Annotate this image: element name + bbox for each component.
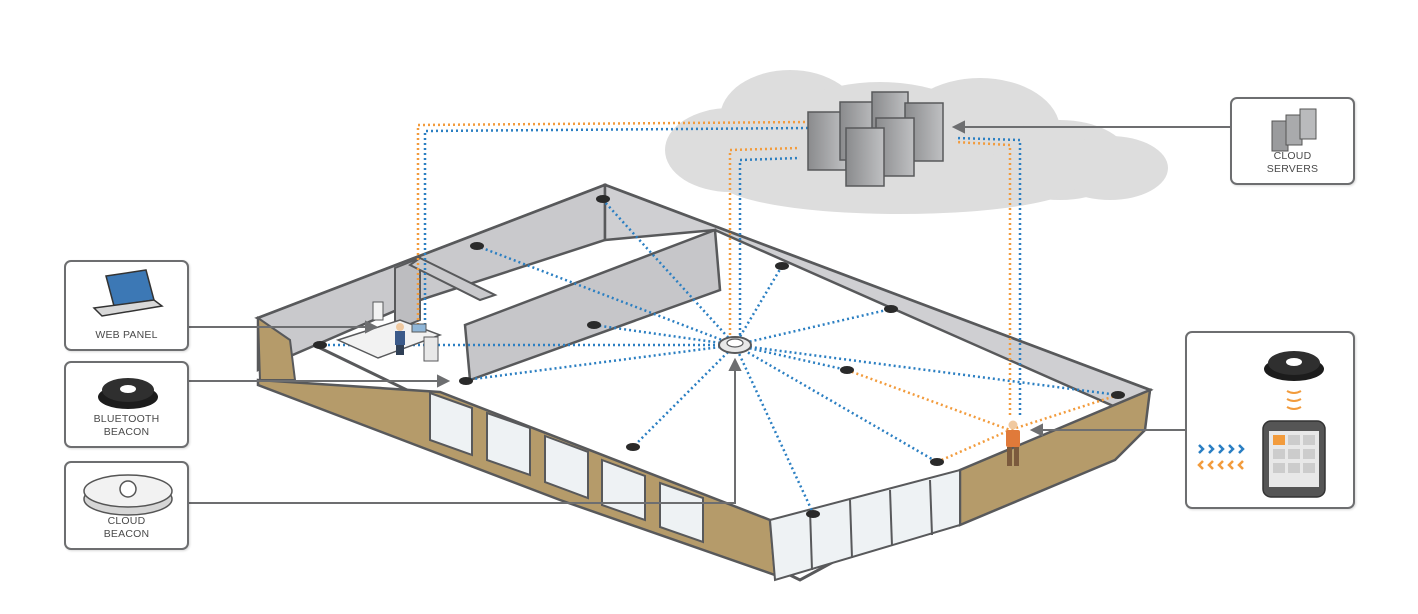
- partition-b: [463, 228, 722, 382]
- cloud-beacon-label: CLOUD BEACON: [103, 515, 150, 540]
- orange-person-links: [846, 368, 1119, 464]
- cloud-beacon-icon: [83, 474, 173, 516]
- cloud-links: [416, 120, 1022, 415]
- back-wall-left: [256, 183, 607, 372]
- bluetooth-beacons: [313, 195, 1125, 518]
- beacon-dot: [840, 366, 854, 374]
- partition-a: [394, 256, 421, 332]
- partition-c: [408, 256, 498, 302]
- web-panel-label: WEB PANEL: [95, 329, 158, 341]
- windows: [429, 391, 704, 544]
- callout-arrows: [189, 120, 1230, 504]
- beacon-dot: [930, 458, 944, 466]
- beacon-dot: [587, 321, 601, 329]
- smartphone-icon: [1197, 351, 1326, 498]
- beacon-dot: [806, 510, 820, 518]
- cloud-beacon-callout: CLOUD BEACON: [64, 461, 189, 550]
- server-rack-icon: [1271, 108, 1317, 152]
- beacon-dot: [626, 443, 640, 451]
- web-panel-callout: WEB PANEL: [64, 260, 189, 351]
- beacon-dot: [313, 341, 327, 349]
- office-desk: [335, 301, 443, 362]
- cloud-beacon-hub: [718, 336, 752, 354]
- laptop-icon: [92, 269, 164, 317]
- beacon-dot: [459, 377, 473, 385]
- worker-figure: [395, 323, 405, 355]
- cloud-servers-label: CLOUD SERVERS: [1266, 150, 1319, 175]
- back-wall-right: [603, 183, 1152, 422]
- server-stack: [807, 91, 944, 187]
- bluetooth-beacon-callout: BLUETOOTH BEACON: [64, 361, 189, 448]
- person-figure: [1006, 420, 1020, 466]
- beacon-dot: [884, 305, 898, 313]
- beacon-dot: [596, 195, 610, 203]
- bluetooth-beacon-icon: [98, 378, 158, 409]
- beacon-dot: [775, 262, 789, 270]
- cloud-servers-callout: CLOUD SERVERS: [1230, 97, 1355, 185]
- glass-doors: [768, 468, 961, 582]
- beacon-dot: [1111, 391, 1125, 399]
- phone-callout: [1185, 331, 1355, 509]
- beacon-dot: [470, 242, 484, 250]
- bluetooth-beacon-label: BLUETOOTH BEACON: [93, 413, 160, 438]
